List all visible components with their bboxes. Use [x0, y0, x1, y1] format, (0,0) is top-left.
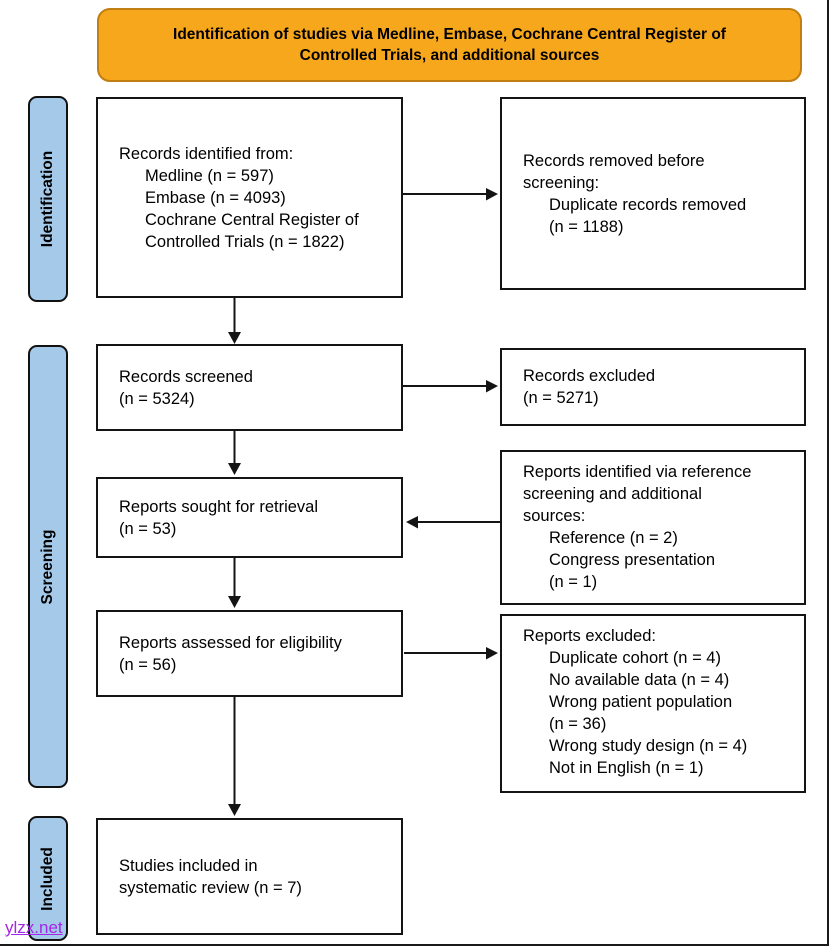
box-records-screened: Records screened (n = 5324) — [96, 344, 403, 431]
arrow-head-icon — [228, 463, 241, 475]
title-banner-line: Controlled Trials, and additional source… — [299, 47, 600, 64]
arrow-head-icon — [486, 188, 498, 201]
arrow-head-icon — [228, 804, 241, 816]
page-frame-right-border — [827, 0, 829, 946]
box-reports-assessed: Reports assessed for eligibility (n = 56… — [96, 610, 403, 697]
arrow-head-icon — [486, 647, 498, 660]
box-text-line: Controlled Trials (n = 1822) — [145, 232, 345, 251]
box-text-line: Medline (n = 597) — [145, 166, 274, 185]
box-text-line: Reports excluded: — [523, 627, 656, 645]
box-text-line: Records screened — [119, 367, 253, 386]
box-text-line: screening: — [523, 173, 600, 192]
box-text-line: Wrong study design (n = 4) — [549, 737, 748, 755]
box-text-line: (n = 53) — [119, 519, 177, 538]
box-text-line: Wrong patient population — [549, 693, 733, 711]
box-text-line: Duplicate cohort (n = 4) — [549, 649, 721, 667]
title-banner: Identification of studies via Medline, E… — [97, 8, 802, 82]
page-frame-bottom-border — [0, 944, 829, 946]
box-text-line: Records excluded — [523, 367, 656, 385]
box-text-line: Studies included in — [119, 856, 258, 875]
box-text-line: Congress presentation — [549, 551, 716, 569]
box-text-line: No available data (n = 4) — [549, 671, 730, 689]
box-text-line: Not in English (n = 1) — [549, 759, 704, 777]
arrow-head-icon — [228, 332, 241, 344]
box-text-line: Embase (n = 4093) — [145, 188, 286, 207]
stage-label-included: Included — [28, 816, 68, 941]
box-text-line: (n = 56) — [119, 655, 177, 674]
stage-label-text: Identification — [39, 150, 56, 248]
box-studies-included: Studies included in systematic review (n… — [96, 818, 403, 935]
box-text-line: (n = 5271) — [523, 389, 599, 407]
box-text-line: (n = 1) — [549, 573, 598, 591]
stage-label-text: Included — [39, 846, 56, 911]
box-text-line: Reference (n = 2) — [549, 529, 678, 547]
box-text-line: Reports assessed for eligibility — [119, 633, 342, 652]
box-records-removed: Records removed before screening: Duplic… — [500, 97, 806, 290]
box-text-line: (n = 1188) — [549, 217, 624, 236]
box-text-line: sources: — [523, 507, 586, 525]
box-text-line: screening and additional — [523, 485, 702, 503]
box-text-line: Reports sought for retrieval — [119, 497, 319, 516]
box-reports-reference: Reports identified via reference screeni… — [500, 450, 806, 605]
box-records-excluded: Records excluded (n = 5271) — [500, 348, 806, 426]
box-text-line: Cochrane Central Register of — [145, 210, 359, 229]
stage-label-identification: Identification — [28, 96, 68, 302]
box-reports-excluded: Reports excluded: Duplicate cohort (n = … — [500, 614, 806, 793]
arrow-head-icon — [406, 516, 418, 529]
watermark-link[interactable]: ylzx.net — [5, 918, 63, 937]
box-text-line: Records identified from: — [119, 144, 294, 163]
box-records-identified: Records identified from: Medline (n = 59… — [96, 97, 403, 298]
box-text-line: systematic review (n = 7) — [119, 878, 302, 897]
arrow-head-icon — [486, 380, 498, 393]
box-text-line: (n = 5324) — [119, 389, 195, 408]
box-text-line: Records removed before — [523, 151, 705, 170]
box-reports-sought: Reports sought for retrieval (n = 53) — [96, 477, 403, 558]
box-text-line: (n = 36) — [549, 715, 607, 733]
stage-label-screening: Screening — [28, 345, 68, 788]
box-text-line: Duplicate records removed — [549, 195, 747, 214]
stage-label-text: Screening — [39, 529, 56, 604]
box-text-line: Reports identified via reference — [523, 463, 752, 481]
arrow-head-icon — [228, 596, 241, 608]
title-banner-line: Identification of studies via Medline, E… — [173, 26, 726, 43]
